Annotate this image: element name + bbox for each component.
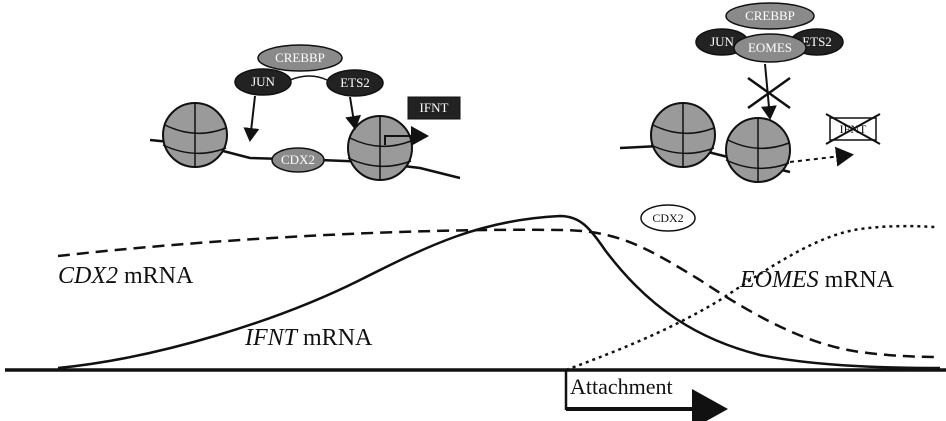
left-ets2-label: ETS2 [340,75,370,90]
left-cdx2: CDX2 [271,147,325,173]
right-eomes-label: EOMES [748,40,792,55]
right-crebbp: CREBBP [725,2,815,30]
left-jun: JUN [234,68,292,96]
expression-curves [5,214,946,372]
left-ets2-arrow [345,96,361,130]
ifnt-mrna-label-suffix: mRNA [297,325,373,351]
eomes-mrna-label-suffix: mRNA [819,267,895,293]
right-eomes: EOMES [733,33,807,63]
right-dotted-transcription-arrow [789,146,854,167]
ifnt-mrna-curve [57,214,941,370]
ifnt-mrna-label: IFNT mRNA [244,325,373,351]
eomes-mrna-label-gene: EOMES [739,267,819,293]
left-jun-ets2-link [289,75,328,81]
left-cdx2-label: CDX2 [281,152,315,167]
right-nucleosome-1 [650,102,716,168]
left-nucleosome-2 [347,115,413,181]
right-jun-label: JUN [710,34,734,49]
cdx2-mrna-label: CDX2 mRNA [58,263,194,289]
left-ets2: ETS2 [326,69,384,97]
left-crebbp: CREBBP [257,44,343,72]
right-crebbp-label: CREBBP [745,8,795,23]
left-jun-label: JUN [251,74,275,89]
cdx2-mrna-curve [57,228,941,359]
right-ets2-label: ETS2 [802,34,832,49]
right-complex: CREBBP JUN ETS2 EOMES IFNT [619,2,881,232]
right-cdx2-label: CDX2 [652,211,683,225]
cdx2-mrna-label-gene: CDX2 [58,263,118,289]
eomes-mrna-label: EOMES mRNA [739,267,895,293]
attachment-marker: Attachment [564,370,728,421]
right-ifnt-gene: IFNT [825,113,881,145]
eomes-mrna-curve [565,224,936,372]
left-ifnt-gene: IFNT [407,96,461,120]
ifnt-mrna-label-gene: IFNT [244,325,299,351]
left-ifnt-label: IFNT [420,100,449,115]
left-transcription-arrow [384,126,429,146]
left-complex: CREBBP JUN ETS2 CDX2 IFNT [149,44,461,181]
left-jun-arrow [243,95,260,142]
left-nucleosome-1 [162,102,228,168]
right-block-x [747,76,791,110]
left-crebbp-label: CREBBP [275,50,325,65]
right-nucleosome-2 [725,117,791,183]
right-cdx2-displaced: CDX2 [640,204,696,232]
attachment-label: Attachment [570,374,673,399]
cdx2-mrna-label-suffix: mRNA [118,263,194,289]
